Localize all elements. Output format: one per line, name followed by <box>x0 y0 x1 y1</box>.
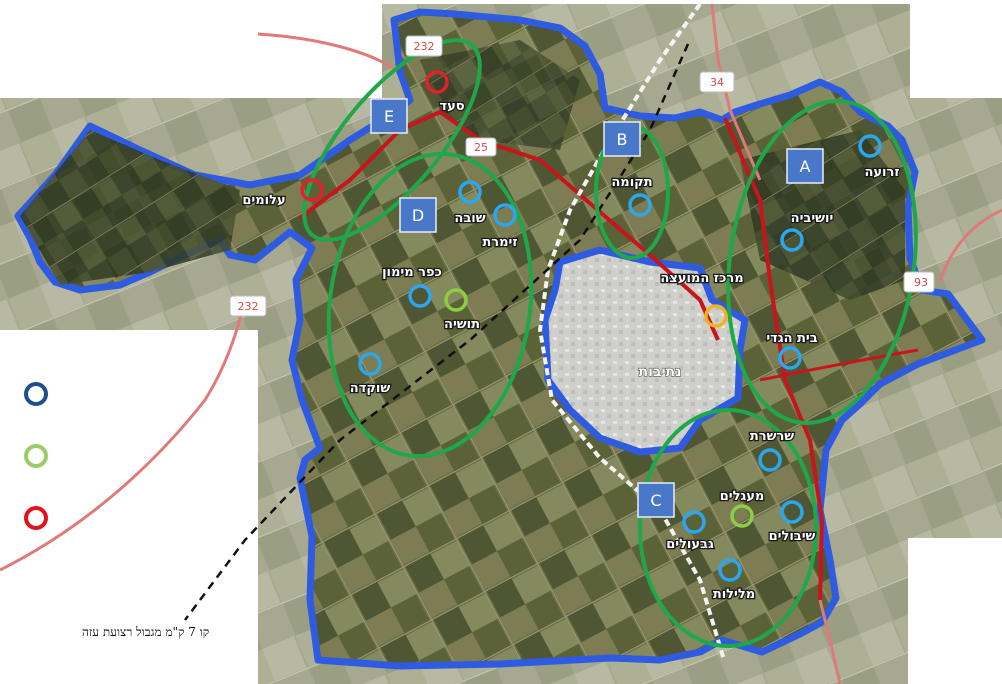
label-kfar-maimon: כפר מימון <box>382 265 442 280</box>
marker-shibolim <box>780 500 804 524</box>
label-alumim: עלומים <box>242 193 285 208</box>
marker-tkuma <box>628 193 652 217</box>
marker-givolim <box>682 510 706 534</box>
label-tkuma: תקומה <box>611 175 652 190</box>
zone-a-label: A <box>800 157 811 176</box>
label-council-center: מרכז המועצה <box>660 271 743 286</box>
road-shield-93: 93 <box>914 276 928 289</box>
marker-shuva <box>458 180 482 204</box>
marker-saad <box>425 70 449 94</box>
label-shibolim: שיבולים <box>769 529 816 544</box>
zone-b-label: B <box>617 130 628 149</box>
marker-sharsheret <box>758 448 782 472</box>
legend-red-circle <box>24 506 48 530</box>
zone-e-label: E <box>384 107 394 126</box>
marker-shokeda <box>358 352 382 376</box>
label-shuva: שובה <box>454 211 485 226</box>
road-34-local <box>723 117 825 601</box>
marker-zimrat <box>493 203 517 227</box>
settlement-markers <box>300 70 882 582</box>
label-zimrat: זימרת <box>482 235 517 250</box>
marker-alumim <box>300 178 324 202</box>
road-shield-34: 34 <box>710 76 724 89</box>
marker-melilot <box>718 558 742 582</box>
marker-kfar-maimon <box>408 284 432 308</box>
zone-labels: A B C D E <box>370 98 824 518</box>
zone-d-label: D <box>412 206 424 225</box>
legend <box>24 382 48 530</box>
label-beit-hagadi: בית הגדי <box>766 331 817 346</box>
label-tushia: תושיה <box>444 317 480 332</box>
label-sharsheret: שרשרת <box>750 429 794 444</box>
road-232-south <box>0 299 247 572</box>
label-shokeda: שוקדה <box>350 381 391 396</box>
label-yoshivia: יושיביה <box>791 211 834 226</box>
marker-yoshivia <box>780 228 804 252</box>
label-saad: סעד <box>439 99 464 114</box>
label-zeruaa: זרועה <box>864 165 899 180</box>
legend-green-circle <box>24 444 48 468</box>
road-east-link <box>759 348 919 382</box>
road-shield-232-south: 232 <box>238 300 259 313</box>
zones <box>302 38 918 648</box>
zone-e-ellipse <box>302 38 482 242</box>
road-shields: 232 34 25 232 93 <box>229 35 935 317</box>
marker-tushia <box>444 288 468 312</box>
marker-maagalim <box>730 504 754 528</box>
zone-c-ellipse <box>638 408 818 648</box>
marker-council-center <box>704 304 728 328</box>
road-25 <box>298 109 720 341</box>
railway <box>537 2 726 661</box>
legend-blue-circle <box>24 382 48 406</box>
zone-d-ellipse <box>326 151 534 459</box>
road-east-lower <box>818 599 842 684</box>
road-93-east <box>938 208 1002 283</box>
zone-c-label: C <box>650 491 661 510</box>
label-maagalim: מעגלים <box>720 489 765 504</box>
settlement-labels: זרועה יושיביה בית הגדי תקומה שובה זימרת … <box>241 98 901 604</box>
orchard-patch-east <box>740 130 905 300</box>
label-givolim: גבעולים <box>666 537 714 552</box>
seven-km-footnote: קו 7 ק"מ מגבול רצועת עזה <box>82 625 209 639</box>
marker-zeruaa <box>858 134 882 158</box>
marker-beit-hagadi <box>778 346 802 370</box>
road-shield-232-north: 232 <box>414 40 435 53</box>
seven-km-line <box>184 43 690 621</box>
label-melilot: מלילות <box>713 587 755 602</box>
orchard-patch-west <box>20 130 240 285</box>
label-netivot: נתיבות <box>639 364 682 380</box>
road-232-regional <box>257 32 397 72</box>
council-area <box>14 8 986 670</box>
road-shield-25: 25 <box>474 141 488 154</box>
